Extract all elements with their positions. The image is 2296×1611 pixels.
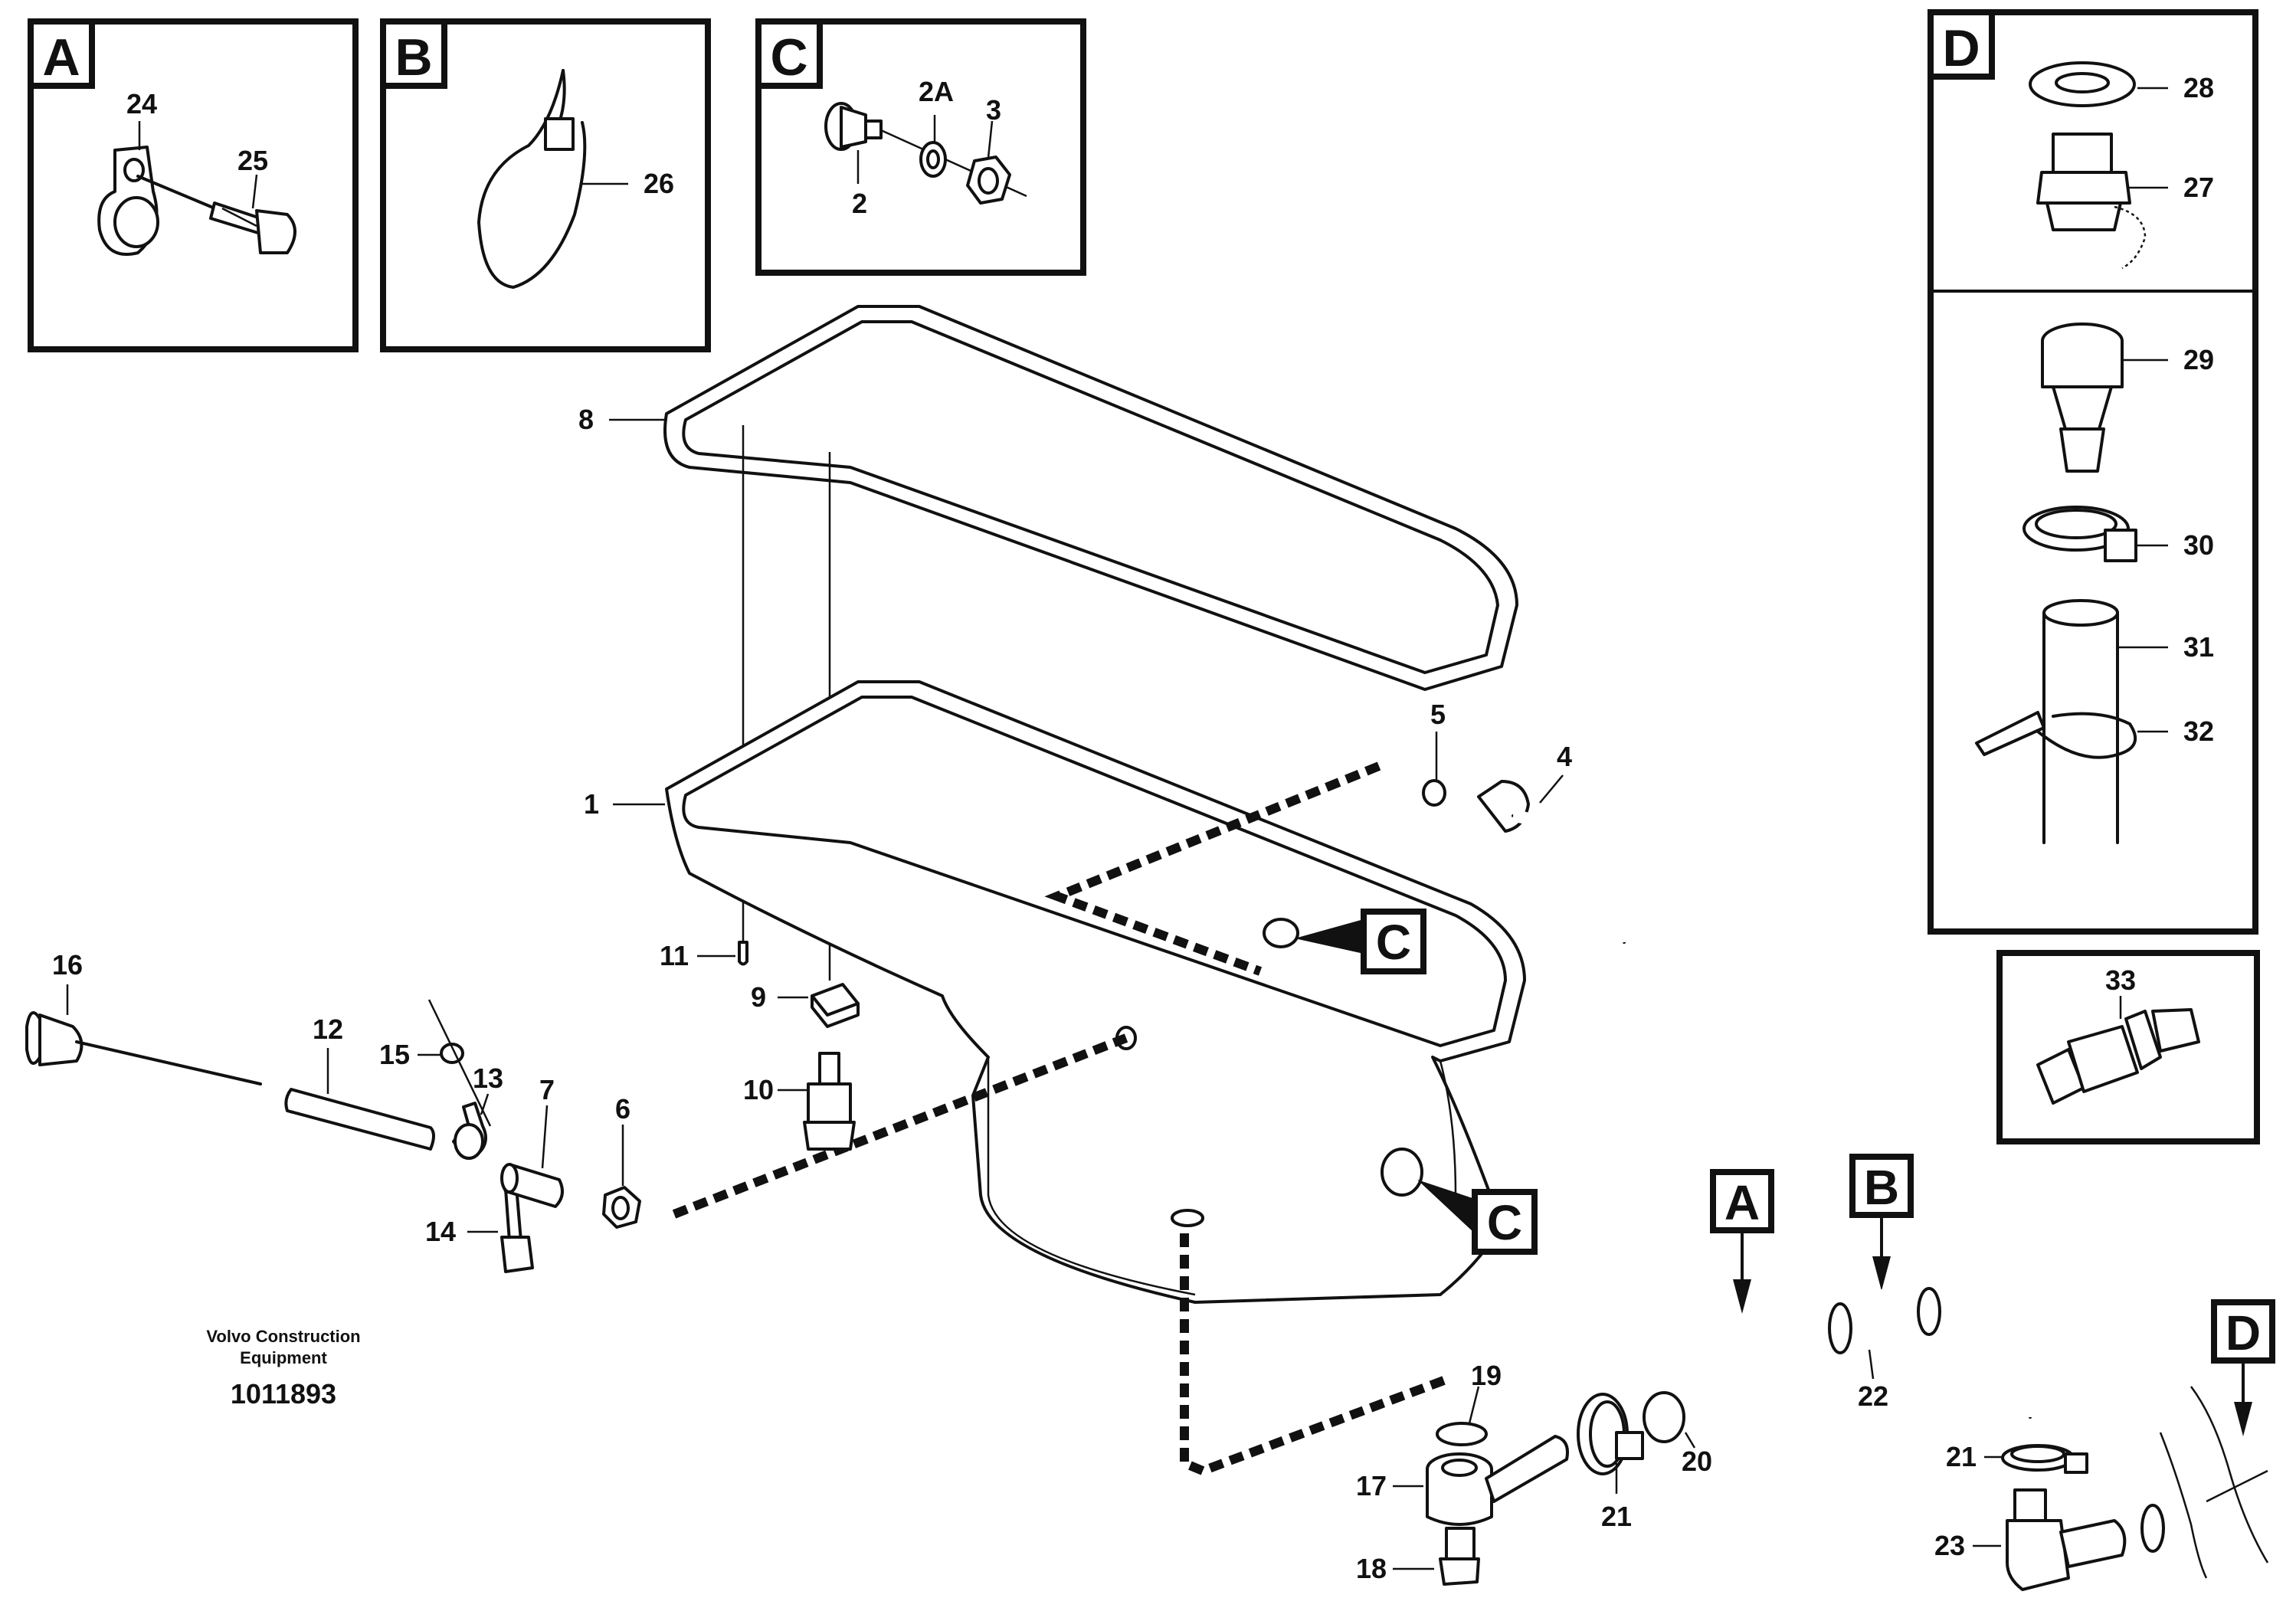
label-6: 6 [615,1093,630,1125]
oil-sensor-part-33 [2036,1008,2200,1105]
callout-b: B [1849,1154,1914,1291]
washer-part-2a [919,141,947,178]
label-28: 28 [2183,72,2214,103]
label-22: 22 [1858,1380,1888,1412]
label-9: 9 [751,981,766,1013]
footer-drawing-number: 1011893 [231,1378,336,1410]
hose-nipple-part-29 [2041,323,2124,473]
callout-c-upper: C [1295,909,1426,974]
cable-tie-part-32 [1975,711,2137,759]
label-11: 11 [660,940,689,971]
label-12: 12 [313,1013,343,1045]
svg-text:B: B [1864,1160,1899,1215]
footer: Volvo Construction Equipment 1011893 [206,1327,360,1410]
svg-text:C: C [1487,1195,1522,1250]
detail-box-d: D [1928,9,2258,935]
banjo-bolt-part-18: 18 [1356,1527,1480,1586]
label-30: 30 [2183,529,2214,561]
clamp-part-24 [97,146,224,256]
bolt-part-11: 11 [660,940,748,971]
cable-tie-part-26 [477,69,587,289]
label-27: 27 [2183,172,2214,203]
dashed-routing-lines [672,761,1450,1476]
callout-a: A [1710,1169,1774,1314]
stud-part-10: 10 [743,1052,856,1151]
label-21a: 21 [1601,1501,1632,1532]
label-3: 3 [986,94,1001,126]
footer-company-line1: Volvo Construction [206,1327,360,1346]
label-19: 19 [1471,1360,1502,1391]
tube-part-12: 12 [284,1013,435,1151]
detail-box-d-letter: D [1942,19,1980,77]
o-ring-part-5: 5 [1422,699,1446,807]
label-8: 8 [578,404,594,435]
hose-part-22: 22 [1822,1283,2052,1419]
detail-box-b-letter: B [395,28,432,87]
label-26: 26 [644,168,674,199]
label-33: 33 [2105,964,2136,996]
nut-part-3 [966,156,1011,205]
drain-plug-part-2 [824,102,883,151]
label-18: 18 [1356,1553,1387,1584]
callout-c-lower: C [1417,1180,1538,1255]
footer-company-line2: Equipment [240,1348,327,1367]
label-7: 7 [539,1074,555,1105]
hose-clamp-part-21b: 21 [1946,1441,2088,1474]
label-29: 29 [2183,344,2214,375]
o-ring-part-19: 19 [1436,1360,1502,1446]
label-10: 10 [743,1074,774,1105]
sleeve-part-7: 7 [500,1074,564,1208]
label-25: 25 [237,145,268,176]
nut-plate-part-9: 9 [751,981,860,1028]
label-32: 32 [2183,715,2214,747]
frame-outline-bottom-right [2159,1386,2269,1579]
elbow-fitting-part-23: 23 [1934,1488,2165,1591]
label-24: 24 [126,88,157,120]
svg-text:D: D [2226,1305,2261,1361]
detail-box-a-letter: A [42,28,80,87]
label-17: 17 [1356,1470,1387,1501]
label-5: 5 [1430,699,1446,730]
hose-clamp-part-21a: 21 [1577,1393,1644,1532]
hose-clamp-part-30 [2023,506,2137,562]
label-4: 4 [1557,741,1572,772]
label-31: 31 [2183,631,2214,663]
label-16: 16 [52,949,83,981]
clamp-part-13: 13 [427,999,503,1160]
fitting-part-27 [2036,133,2147,270]
label-2: 2 [852,188,867,219]
detail-box-a: A 24 25 [28,18,359,352]
banjo-fitting-part-17: 17 [1356,1435,1569,1526]
oil-pan-part-1: 1 [584,680,1526,1304]
drain-hole-upper [1263,918,1299,948]
svg-text:C: C [1376,915,1411,970]
label-14: 14 [425,1216,456,1247]
nut-part-6: 6 [602,1093,641,1229]
dipstick-part-16: 16 [25,949,262,1085]
label-2a: 2A [919,76,954,107]
gasket-part-8: 8 [578,305,1518,981]
label-20: 20 [1682,1446,1712,1477]
detail-box-sensor: 33 [1996,950,2260,1144]
detail-box-c-letter: C [770,28,807,87]
label-1: 1 [584,788,599,820]
washer-part-28 [2029,61,2136,107]
dipstick-tube-part-4: 4 [1477,741,1630,944]
detail-box-b: B 26 [380,18,711,352]
hose-part-20: 20 [1643,1308,1836,1477]
callout-d: D [2211,1299,2275,1436]
bolt-part-25 [209,201,296,254]
label-21b: 21 [1946,1441,1977,1472]
svg-text:A: A [1724,1175,1760,1230]
label-15: 15 [379,1039,410,1070]
detail-box-c: C 2A 3 2 [755,18,1086,276]
drain-hole-side [1381,1148,1423,1197]
label-23: 23 [1934,1530,1965,1561]
label-13: 13 [473,1063,503,1094]
